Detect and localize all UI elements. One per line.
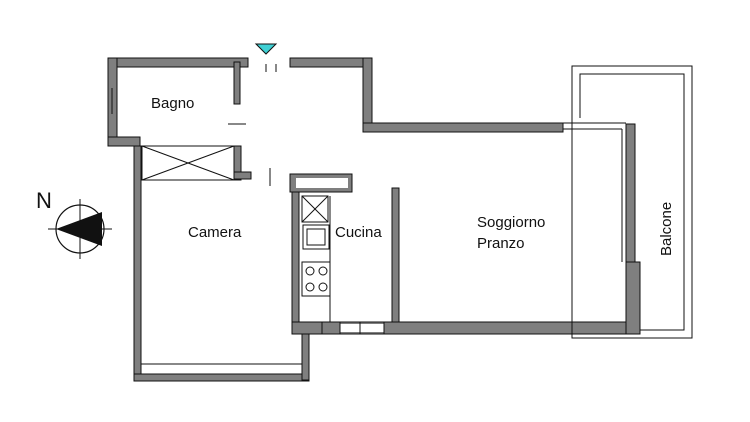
- kitchen-sink: [301, 195, 329, 223]
- wall-corridor-right: [362, 57, 373, 133]
- wall-camera-left: [133, 145, 142, 381]
- room-label-camera: Camera: [188, 224, 242, 241]
- kitchen-hob: [301, 261, 331, 297]
- wall-inner-fill: [296, 178, 384, 332]
- entrance-triangle-icon: [254, 43, 278, 55]
- wall-bagno-inner: [233, 61, 241, 105]
- north-arrow-icon: [48, 199, 112, 259]
- wall-soggiorno-top: [362, 122, 564, 133]
- wall-right-upper: [625, 123, 636, 263]
- kitchen-fridge: [302, 224, 330, 250]
- wall-partition: [391, 187, 400, 325]
- wardrobe: [141, 145, 235, 181]
- wall-camera-top-stub: [233, 171, 252, 180]
- wall-kitchen-left: [291, 191, 300, 331]
- balcony-outline: [571, 65, 693, 339]
- camera-window: [140, 363, 303, 375]
- wall-entrance-top: [289, 57, 373, 68]
- wall-bagno-bottom: [107, 136, 141, 147]
- room-label-cucina: Cucina: [335, 224, 382, 241]
- room-label-balcone: Balcone: [658, 202, 675, 256]
- fixtures: [111, 64, 626, 375]
- wall-camera-bottom: [133, 373, 310, 382]
- room-label-bagno: Bagno: [151, 95, 194, 112]
- wall-bagno-top: [107, 57, 249, 68]
- walls: [107, 57, 641, 382]
- room-labels: Bagno Camera Cucina Soggiorno Pranzo Bal…: [151, 95, 675, 256]
- room-label-soggiorno: Soggiorno: [477, 214, 545, 231]
- room-label-pranzo: Pranzo: [477, 235, 525, 252]
- north-letter: N: [36, 188, 52, 213]
- wall-right-lower: [625, 261, 641, 335]
- balcony: [571, 65, 693, 339]
- compass: N: [36, 188, 112, 259]
